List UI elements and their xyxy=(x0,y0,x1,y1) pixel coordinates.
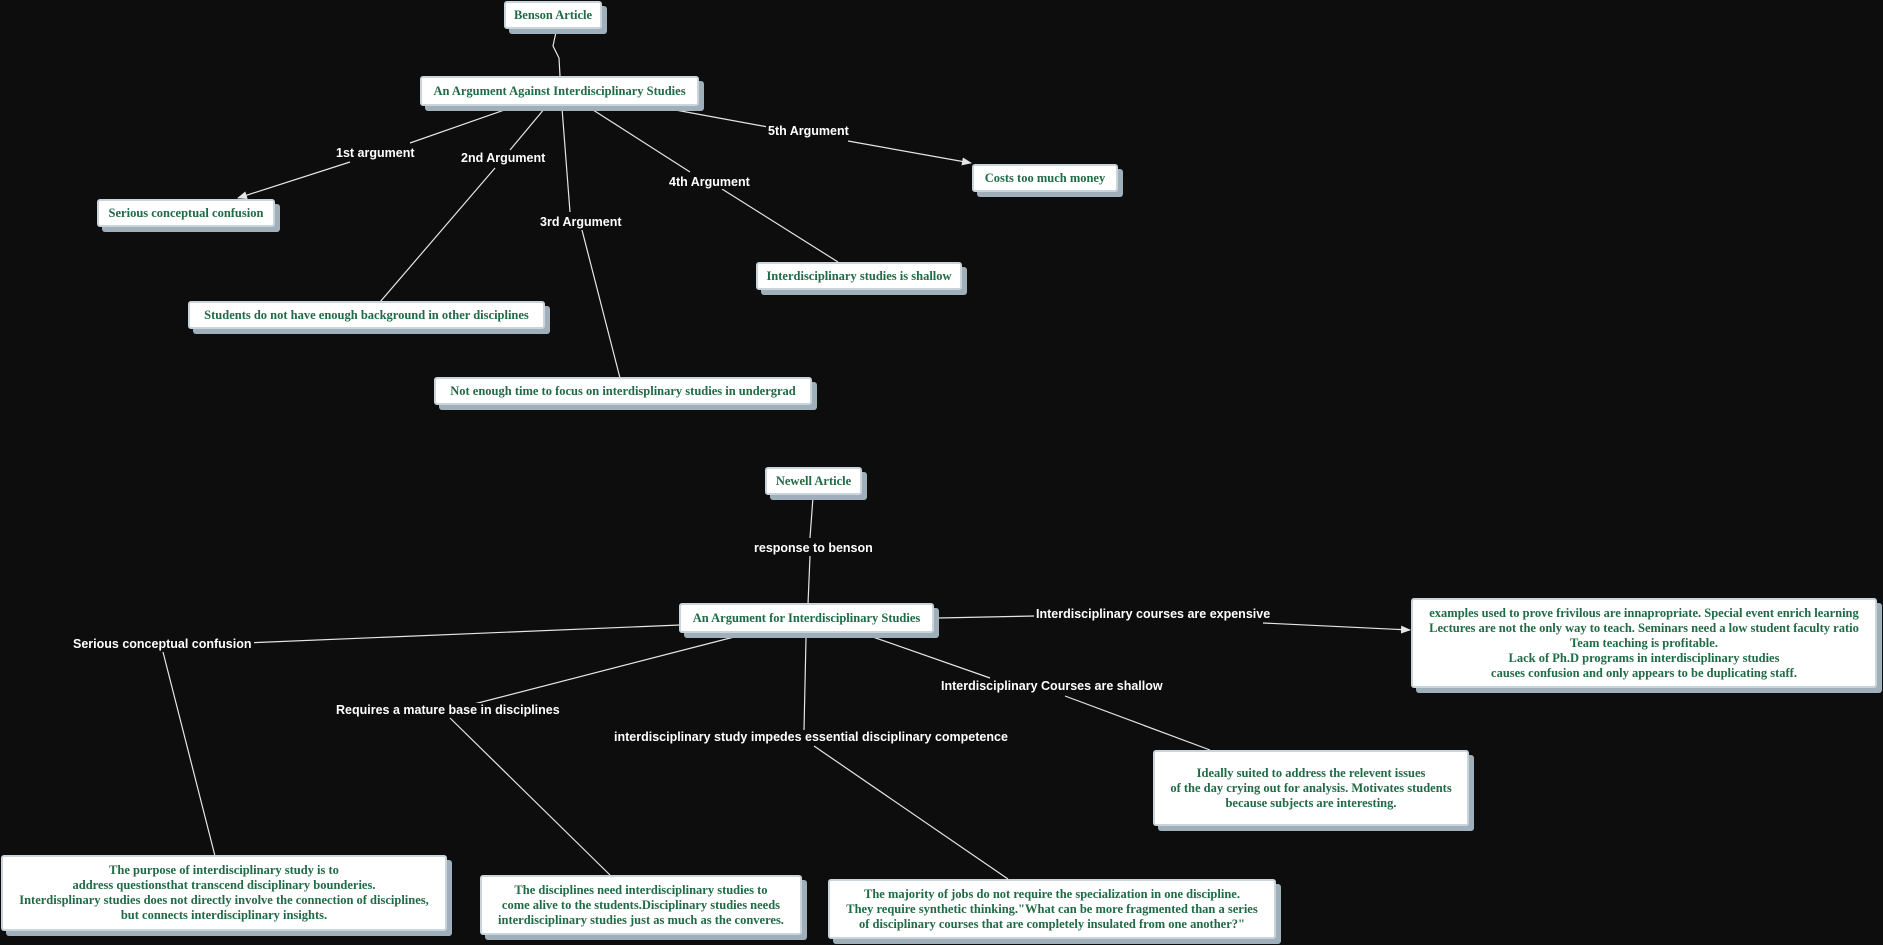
link-label-mature-base: Requires a mature base in disciplines xyxy=(334,703,562,717)
link-impedes-b xyxy=(813,745,1009,880)
link-arg3-b xyxy=(581,229,621,379)
link-label-impedes: interdisciplinary study impedes essentia… xyxy=(612,730,1010,744)
newell-examples-node[interactable]: examples used to prove frivilous are inn… xyxy=(1411,598,1877,688)
link-newell-response-a xyxy=(809,496,814,539)
benson-time-node[interactable]: Not enough time to focus on interdisplin… xyxy=(434,377,812,405)
link-label-expensive: Interdisciplinary courses are expensive xyxy=(1034,607,1273,621)
link-benson-article-main xyxy=(552,31,561,77)
newell-jobs-node[interactable]: The majority of jobs do not require the … xyxy=(828,879,1276,939)
link-arg3-a xyxy=(561,107,571,213)
link-mature-a xyxy=(469,635,739,706)
benson-main-node[interactable]: An Argument Against Interdisciplinary St… xyxy=(420,76,699,106)
newell-main-node[interactable]: An Argument for Interdisciplinary Studie… xyxy=(679,603,934,633)
newell-disciplines-node[interactable]: The disciplines need interdisciplinary s… xyxy=(480,875,802,935)
link-arg4-b xyxy=(721,188,839,263)
link-label-response: response to benson xyxy=(752,541,875,555)
newell-ideally-node[interactable]: Ideally suited to address the relevent i… xyxy=(1153,750,1469,826)
link-label-arg5: 5th Argument xyxy=(766,124,851,138)
link-confusion-a xyxy=(244,624,681,644)
link-shallow-a xyxy=(869,635,991,679)
link-label-shallow: Interdisciplinary Courses are shallow xyxy=(939,679,1165,693)
link-shallow-b xyxy=(1064,695,1211,751)
link-expensive-a xyxy=(937,615,1036,619)
link-label-arg2: 2nd Argument xyxy=(459,151,548,165)
link-label-confusion: Serious conceptual confusion xyxy=(71,637,254,651)
benson-costs-node[interactable]: Costs too much money xyxy=(972,164,1118,192)
link-newell-response-b xyxy=(807,555,811,605)
benson-background-node[interactable]: Students do not have enough background i… xyxy=(188,301,545,329)
link-confusion-b xyxy=(162,651,216,857)
link-expensive-b xyxy=(1262,622,1411,634)
newell-purpose-node[interactable]: The purpose of interdisciplinary study i… xyxy=(1,855,447,931)
link-arg5-b xyxy=(847,140,972,166)
link-impedes-a xyxy=(803,637,807,731)
link-arg1-b xyxy=(237,161,351,200)
benson-shallow-node[interactable]: Interdisciplinary studies is shallow xyxy=(756,262,962,290)
link-arg5-a xyxy=(669,108,769,128)
benson-confusion-node[interactable]: Serious conceptual confusion xyxy=(97,199,275,227)
newell-article-node[interactable]: Newell Article xyxy=(765,467,862,495)
link-arg4-a xyxy=(589,107,691,173)
link-arg2-b xyxy=(379,167,496,303)
link-label-arg3: 3rd Argument xyxy=(538,215,624,229)
link-arg2-a xyxy=(509,107,546,151)
link-mature-b xyxy=(449,717,611,876)
link-label-arg4: 4th Argument xyxy=(667,175,752,189)
link-label-arg1: 1st argument xyxy=(334,146,417,160)
link-arg1-a xyxy=(409,107,511,144)
benson-article-node[interactable]: Benson Article xyxy=(504,1,602,29)
